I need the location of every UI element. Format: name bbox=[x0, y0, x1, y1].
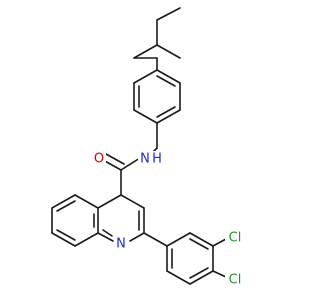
bond bbox=[156, 75, 176, 87]
bond bbox=[189, 267, 209, 279]
molecule-structure-diagram: O N H N Cl Cl bbox=[51, 7, 245, 288]
bond bbox=[97, 194, 122, 209]
bond bbox=[166, 270, 191, 285]
bond bbox=[156, 44, 181, 59]
atom-amide-nitrogen: N H bbox=[138, 151, 164, 167]
oxygen-atom-label: O bbox=[94, 152, 104, 167]
bond bbox=[133, 69, 158, 84]
atom-quinoline-nitrogen: N bbox=[114, 236, 129, 252]
bond bbox=[133, 109, 158, 124]
amide-linkage bbox=[102, 122, 158, 196]
bond bbox=[97, 232, 114, 242]
bond bbox=[105, 153, 125, 165]
amide-hydrogen-label: H bbox=[152, 152, 162, 167]
bond bbox=[120, 157, 141, 171]
bond bbox=[156, 109, 181, 124]
chlorine-3-label: Cl bbox=[229, 231, 242, 246]
bond bbox=[102, 229, 113, 237]
bond bbox=[189, 270, 214, 285]
bond bbox=[74, 194, 99, 209]
bond bbox=[156, 106, 176, 118]
quinoline-ring-system bbox=[51, 194, 145, 247]
phenyl-ring bbox=[133, 57, 181, 124]
bond bbox=[156, 7, 181, 21]
bond bbox=[129, 232, 145, 242]
bond bbox=[166, 232, 191, 247]
bond bbox=[133, 44, 158, 59]
bond bbox=[56, 229, 76, 241]
bond bbox=[51, 232, 76, 247]
bond bbox=[156, 69, 181, 84]
bond bbox=[212, 238, 227, 247]
bond bbox=[189, 238, 209, 250]
atom-chlorine-4: Cl bbox=[225, 272, 245, 288]
amide-nitrogen-label: N bbox=[140, 152, 150, 167]
bond bbox=[143, 232, 168, 247]
atom-oxygen: O bbox=[92, 151, 106, 167]
bond bbox=[189, 232, 214, 247]
chlorine-4-label: Cl bbox=[229, 273, 242, 288]
bond bbox=[74, 232, 99, 247]
bond bbox=[212, 270, 227, 278]
atom-chlorine-3: Cl bbox=[225, 230, 245, 246]
dichlorophenyl-ring bbox=[143, 232, 227, 285]
bond bbox=[120, 194, 145, 209]
bond bbox=[56, 200, 76, 212]
bond bbox=[51, 194, 76, 209]
butan-2-yl-group bbox=[133, 7, 181, 59]
quinoline-nitrogen-label: N bbox=[116, 237, 126, 252]
